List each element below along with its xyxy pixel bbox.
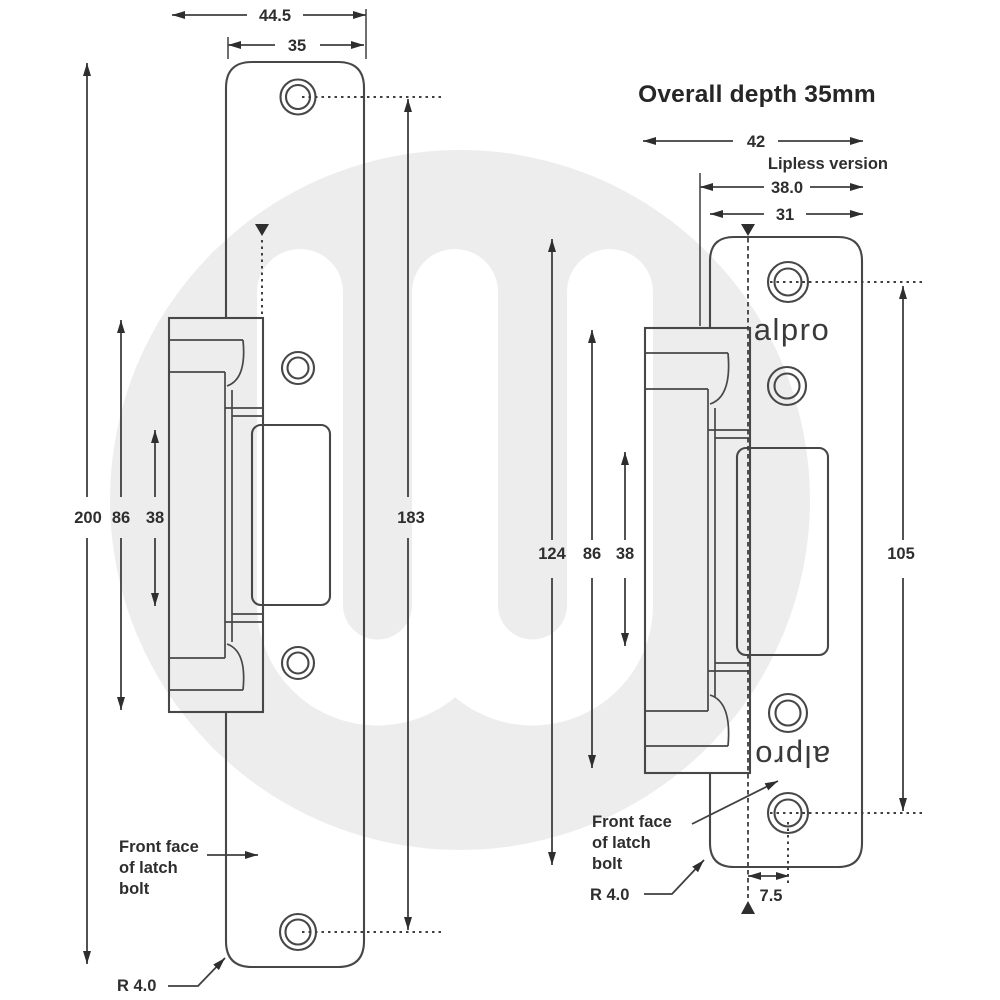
left-screw-hole-upper <box>280 350 316 386</box>
right-front-face-marker-top-icon <box>741 224 755 236</box>
left-dim-body-height-value: 86 <box>112 509 130 527</box>
left-dim-plate-height-value: 200 <box>74 509 102 527</box>
right-dim-overall-width-value: 42 <box>747 133 765 151</box>
left-dim-plate-width-value: 35 <box>288 37 306 55</box>
left-dim-overall-width-value: 44.5 <box>259 7 291 25</box>
right-screw-hole-bottom <box>766 791 810 835</box>
right-view: Overall depth 35mm alpro alpro <box>538 81 925 914</box>
right-screw-hole-upper <box>766 365 808 407</box>
watermark-m-glyph <box>257 249 653 726</box>
right-radius-value: R 4.0 <box>590 886 629 904</box>
overall-depth-title: Overall depth 35mm <box>638 81 876 108</box>
right-plate-outline <box>708 235 864 869</box>
left-screw-hole-lower <box>280 645 316 681</box>
lipless-version-label: Lipless version <box>768 155 888 173</box>
left-dim-jaw-height-value: 38 <box>146 509 164 527</box>
right-dim-lipless-width-value: 38.0 <box>771 179 803 197</box>
left-plate-outline <box>224 60 366 969</box>
right-keeper-opening <box>735 446 830 657</box>
left-dim-hole-spacing-value: 183 <box>397 509 425 527</box>
right-radius-leader-arrow <box>644 859 705 895</box>
left-front-face-text-line1: Front face <box>119 838 199 856</box>
watermark-alpro-logo <box>110 150 810 850</box>
brand-logo-text: alpro <box>754 312 830 347</box>
right-dim-hole-spacing-value: 105 <box>887 545 915 563</box>
right-dim-jaw-height: 38 <box>616 452 634 646</box>
left-front-face-text-line3: bolt <box>119 880 150 898</box>
right-dim-jaw-height-value: 38 <box>616 545 634 563</box>
left-view: 44.5 35 200 86 38 183 <box>74 7 442 995</box>
right-dim-hole-spacing: 105 <box>887 286 915 811</box>
right-dim-lipless-width: 38.0 <box>700 179 863 197</box>
right-front-face-text-line1: Front face <box>592 813 672 831</box>
right-front-face-text-line3: bolt <box>592 855 623 873</box>
left-dim-plate-height: 200 <box>74 63 102 964</box>
left-front-face-marker-icon <box>255 224 269 236</box>
right-dim-plate-height: 124 <box>538 239 567 865</box>
right-dim-plate-width-value: 31 <box>776 206 794 224</box>
right-screw-hole-top <box>766 260 810 304</box>
right-dim-body-height-value: 86 <box>583 545 601 563</box>
left-dim-body-height: 86 <box>112 320 130 710</box>
right-strike-body <box>643 326 752 775</box>
left-dim-plate-width: 35 <box>228 37 364 55</box>
right-radius-callout: R 4.0 <box>590 859 705 904</box>
right-front-face-marker-bottom-icon <box>741 901 755 914</box>
right-dim-plate-height-value: 124 <box>538 545 566 563</box>
left-keeper-opening <box>250 423 332 607</box>
right-dim-body-height: 86 <box>583 330 601 768</box>
left-dim-hole-spacing: 183 <box>397 99 425 930</box>
right-screw-hole-lower <box>767 692 809 734</box>
left-radius-value: R 4.0 <box>117 977 156 995</box>
left-radius-leader-arrow <box>168 957 226 987</box>
right-dim-plate-width: 31 <box>710 206 863 224</box>
right-dim-hole-offset: 7.5 <box>748 872 789 905</box>
right-dim-overall-width: 42 <box>643 133 863 151</box>
right-dim-hole-offset-value: 7.5 <box>760 887 783 905</box>
left-front-face-text-line2: of latch <box>119 859 178 877</box>
left-radius-callout: R 4.0 <box>117 957 226 995</box>
right-front-face-text-line2: of latch <box>592 834 651 852</box>
left-front-face-callout: Front face of latch bolt <box>119 838 258 898</box>
left-dim-overall-width: 44.5 <box>172 7 366 25</box>
right-front-face-callout: Front face of latch bolt <box>592 780 779 873</box>
left-strike-body <box>167 316 265 714</box>
brand-logo-text-inverted: alpro <box>754 739 830 774</box>
right-front-face-leader-arrow <box>691 780 779 825</box>
left-dim-jaw-height: 38 <box>146 430 164 606</box>
